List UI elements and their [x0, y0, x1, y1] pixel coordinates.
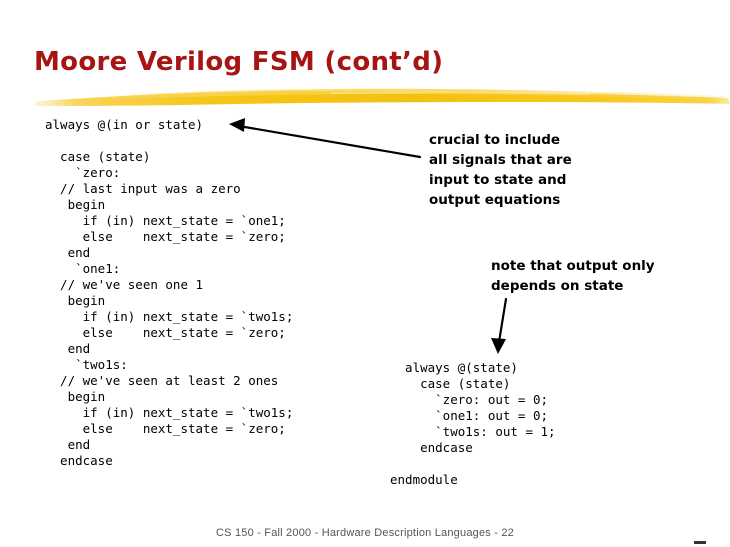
code-line: `zero: [45, 165, 121, 180]
code-line: endcase [45, 453, 113, 468]
page-title: Moore Verilog FSM (cont’d) [34, 47, 444, 77]
next-state-logic-code: always @(in or state) case (state) `zero… [45, 117, 293, 469]
code-line: always @(state) [390, 360, 518, 375]
code-line: end [45, 437, 91, 452]
code-line: // last input was a zero [45, 181, 241, 196]
code-line: endmodule [390, 472, 458, 487]
code-line: if (in) next_state = `two1s; [45, 309, 294, 324]
code-line: if (in) next_state = `two1s; [45, 405, 294, 420]
code-line: // we've seen at least 2 ones [45, 373, 279, 388]
bottom-right-mark-decoration [694, 541, 706, 544]
code-line: `zero: out = 0; [390, 392, 549, 407]
code-line: end [45, 245, 91, 260]
code-line [45, 133, 293, 149]
code-line: begin [45, 197, 106, 212]
code-line [390, 456, 556, 472]
code-line: end [45, 341, 91, 356]
code-line: else next_state = `zero; [45, 325, 286, 340]
code-line: case (state) [390, 376, 511, 391]
code-line: always @(in or state) [45, 117, 204, 132]
code-line: else next_state = `zero; [45, 229, 286, 244]
code-line: begin [45, 293, 106, 308]
code-line: `one1: [45, 261, 121, 276]
code-line: // we've seen one 1 [45, 277, 204, 292]
code-line: `two1s: out = 1; [390, 424, 556, 439]
code-line: case (state) [45, 149, 151, 164]
code-line: `two1s: [45, 357, 128, 372]
arrow-down-icon [491, 297, 508, 354]
slide-footer: CS 150 - Fall 2000 - Hardware Descriptio… [216, 527, 514, 539]
code-line: else next_state = `zero; [45, 421, 286, 436]
code-line: `one1: out = 0; [390, 408, 549, 423]
code-line: endcase [390, 440, 473, 455]
annotation-crucial-signals: crucial to include all signals that are … [429, 132, 572, 208]
code-line: if (in) next_state = `one1; [45, 213, 286, 228]
annotation-output-depends-on-state: note that output only depends on state [491, 258, 655, 294]
title-brush-underline-decoration [34, 88, 730, 106]
code-line: begin [45, 389, 106, 404]
output-logic-code: always @(state) case (state) `zero: out … [390, 360, 556, 488]
